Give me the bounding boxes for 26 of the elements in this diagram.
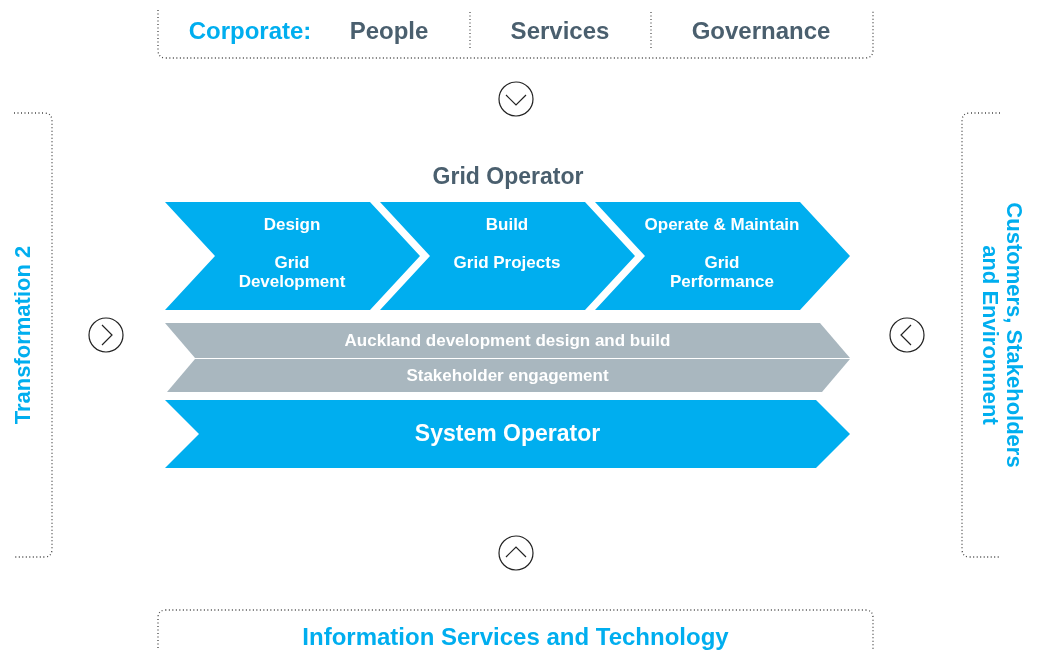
section-label: Services bbox=[510, 18, 610, 45]
section-heading: Information Services and Technology bbox=[302, 624, 729, 650]
band-shape bbox=[165, 359, 850, 392]
stage-shape bbox=[595, 202, 850, 310]
band-shape bbox=[165, 323, 850, 358]
dotted-bracket bbox=[158, 610, 873, 650]
function-label: Grid Projects bbox=[452, 254, 562, 273]
section-label: Governance bbox=[691, 18, 831, 45]
function-label: Grid Development bbox=[237, 254, 347, 292]
group-heading: Grid Operator bbox=[432, 164, 584, 190]
stage-shape bbox=[165, 202, 420, 310]
stage-label: Design bbox=[262, 216, 322, 235]
dotted-bracket bbox=[14, 113, 52, 557]
band-label: System Operator bbox=[414, 421, 601, 447]
section-heading: Customers, Stakeholders and Environment bbox=[977, 201, 1027, 470]
section-heading: Corporate: bbox=[188, 18, 312, 45]
band-label: Auckland development design and build bbox=[344, 331, 671, 350]
section-heading: Transformation 2 bbox=[10, 244, 36, 427]
stage-label: Build bbox=[484, 216, 530, 235]
stage-shape bbox=[380, 202, 635, 310]
stage-label: Operate & Maintain bbox=[643, 216, 801, 235]
dotted-bracket bbox=[158, 10, 873, 58]
function-label: Grid Performance bbox=[669, 254, 775, 292]
band-label: Stakeholder engagement bbox=[406, 366, 609, 385]
stage-shape bbox=[165, 400, 850, 468]
section-label: People bbox=[349, 18, 429, 45]
